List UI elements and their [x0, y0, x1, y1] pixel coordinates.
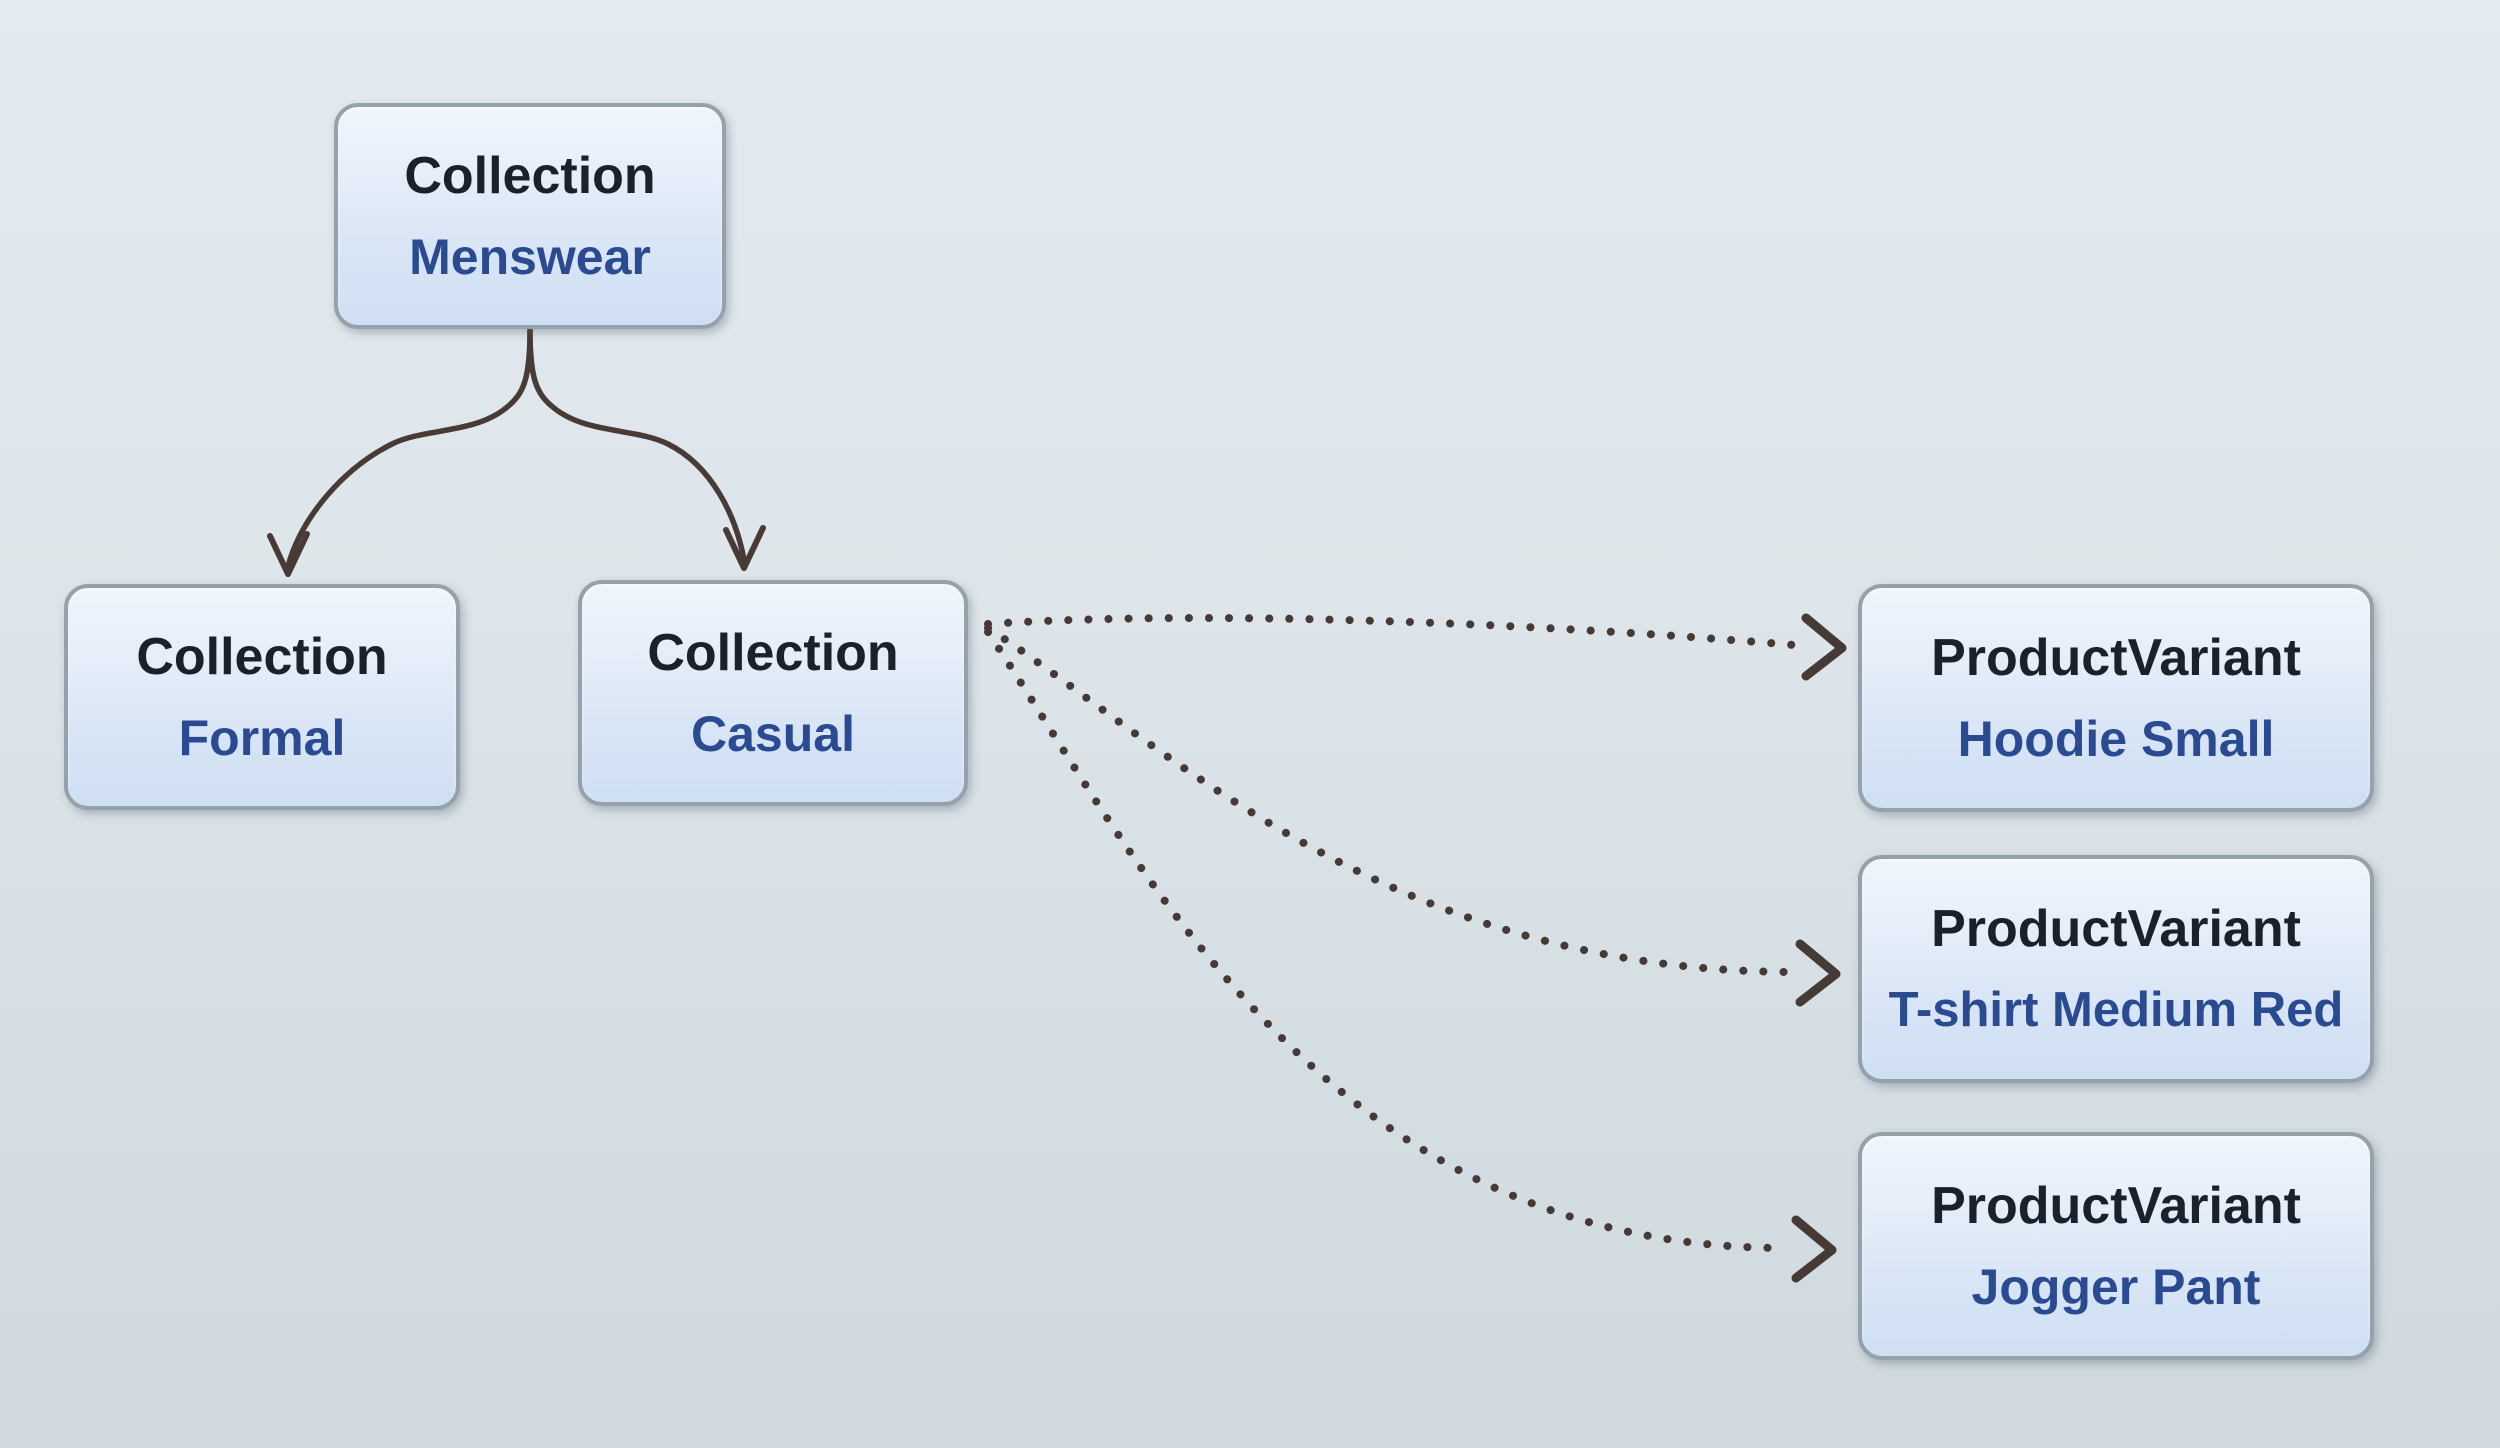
node-collection-formal: Collection Formal [64, 584, 460, 810]
node-collection-casual: Collection Casual [578, 580, 968, 806]
node-productvariant-hoodie-small: ProductVariant Hoodie Small [1858, 584, 2374, 812]
node-collection-menswear: Collection Menswear [334, 103, 726, 329]
edge-menswear-casual [527, 327, 747, 563]
node-type-label: ProductVariant [1931, 900, 2301, 959]
edge-menswear-formal [285, 327, 533, 569]
node-instance-label: Formal [178, 709, 346, 766]
node-instance-label: Casual [691, 705, 855, 762]
node-type-label: ProductVariant [1931, 1177, 2301, 1235]
node-instance-label: T-shirt Medium Red [1888, 982, 2344, 1037]
node-type-label: ProductVariant [1931, 629, 2301, 687]
arrowhead-tshirt [1795, 939, 1841, 1007]
node-instance-label: Jogger Pant [1971, 1259, 2261, 1315]
edge-casual-hoodie [984, 614, 1798, 649]
node-productvariant-tshirt-medium-red: ProductVariant T-shirt Medium Red [1858, 855, 2374, 1083]
arrowhead-jogger [1791, 1215, 1837, 1283]
node-instance-label: Menswear [409, 228, 651, 285]
node-type-label: Collection [136, 628, 388, 687]
node-type-label: Collection [647, 624, 899, 683]
arrowhead-casual [723, 525, 766, 571]
arrowhead-hoodie [1801, 613, 1847, 681]
node-instance-label: Hoodie Small [1957, 711, 2275, 767]
node-productvariant-jogger-pant: ProductVariant Jogger Pant [1858, 1132, 2374, 1360]
edge-casual-jogger [984, 628, 1786, 1252]
arrowhead-formal [267, 531, 310, 577]
node-type-label: Collection [404, 147, 656, 206]
edge-casual-tshirt [984, 624, 1790, 976]
